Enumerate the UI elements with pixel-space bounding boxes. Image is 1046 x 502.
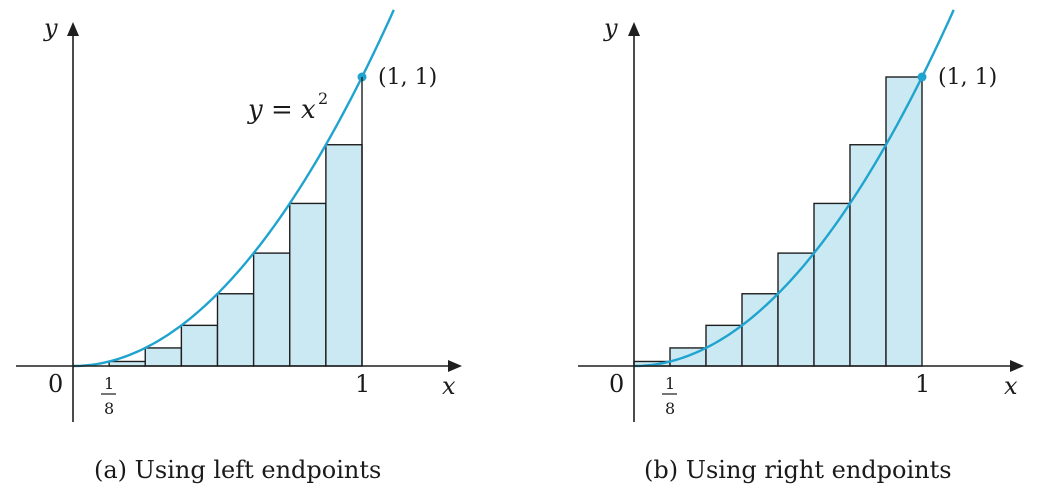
right-tick-one: 1 (915, 370, 930, 398)
left-tick-frac-den: 8 (104, 399, 114, 418)
right-y-label: y (603, 14, 618, 42)
left-caption: (a) Using left endpoints (94, 456, 381, 484)
right-rect-4 (741, 293, 779, 367)
left-point-label: (1, 1) (378, 65, 437, 90)
left-x-axis-arrow (448, 360, 462, 372)
left-curve-label-exp: 2 (318, 89, 328, 108)
left-rect-3 (144, 347, 183, 367)
left-rect-7 (289, 202, 327, 367)
right-caption: (b) Using right endpoints (644, 456, 952, 484)
right-rect-8 (885, 76, 923, 367)
left-y-axis-arrow (67, 22, 79, 36)
left-x-label: x (442, 372, 456, 400)
left-rect-8 (325, 144, 363, 367)
right-tick-frac-den: 8 (665, 399, 675, 418)
left-rect-4 (180, 324, 219, 367)
left-tick-one: 1 (355, 370, 370, 398)
left-tick-frac-num: 1 (104, 374, 114, 393)
right-x-label: x (1004, 372, 1018, 400)
right-rect-7 (849, 144, 887, 367)
left-y-label: y (43, 14, 58, 42)
left-rect-6 (252, 252, 291, 367)
left-rectangles (108, 144, 363, 367)
right-origin-label: 0 (609, 370, 624, 398)
right-point-label: (1, 1) (938, 65, 997, 90)
right-curve (633, 9, 955, 368)
panel-right-endpoints: y x 0 1 1 8 (1, 1) (b) Using right endpo… (578, 9, 1024, 484)
left-curve-label: y = x (247, 95, 316, 125)
right-rectangles (633, 76, 923, 367)
right-x-axis-arrow (1010, 360, 1024, 372)
right-y-axis-arrow (628, 22, 640, 36)
right-point-1-1 (917, 72, 927, 82)
right-rect-5 (777, 252, 815, 367)
left-curve (72, 9, 395, 368)
left-rect-5 (216, 293, 255, 367)
right-tick-frac-num: 1 (665, 374, 675, 393)
panel-left-endpoints: y x 0 1 1 8 (1, 1) y = x 2 (a) Using lef… (16, 9, 462, 484)
left-origin-label: 0 (48, 370, 63, 398)
